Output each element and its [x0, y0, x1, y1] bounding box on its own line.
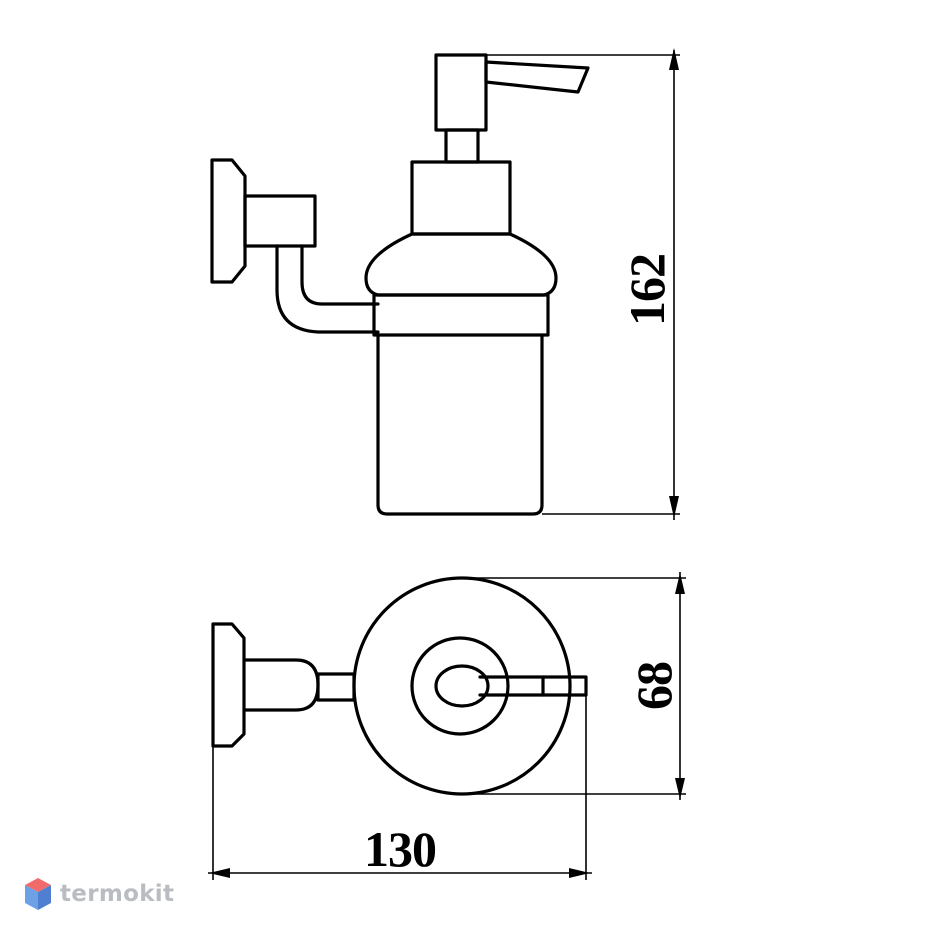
- cube-logo-icon: [25, 878, 51, 910]
- pump-spout: [484, 60, 590, 94]
- clamp-ring: [372, 293, 550, 337]
- bottle-body: [376, 333, 544, 516]
- depth-label: 68: [626, 662, 682, 710]
- arm-block: [243, 194, 317, 248]
- wall-plate-front: [210, 158, 247, 284]
- pump-circle-top: [434, 664, 490, 708]
- dimension-height: 162: [486, 48, 680, 520]
- arm-top: [242, 658, 320, 712]
- bent-arm: [275, 244, 380, 334]
- dimension-depth: 68: [462, 572, 686, 800]
- top-view: [211, 576, 588, 796]
- bottle-shoulder: [364, 232, 558, 297]
- neck-circle-top: [410, 636, 510, 736]
- wall-plate-top: [211, 622, 246, 748]
- pump-stem: [444, 128, 480, 164]
- width-label: 130: [364, 821, 436, 877]
- pump-neck: [410, 160, 512, 236]
- bottle-outline-top: [352, 576, 572, 796]
- watermark-text: termokit: [60, 881, 175, 907]
- pump-head: [434, 53, 488, 132]
- spout-top: [478, 675, 588, 697]
- dimension-width: 130: [208, 695, 592, 880]
- height-label: 162: [619, 254, 675, 326]
- watermark: termokit: [24, 874, 174, 914]
- front-view: [210, 53, 590, 516]
